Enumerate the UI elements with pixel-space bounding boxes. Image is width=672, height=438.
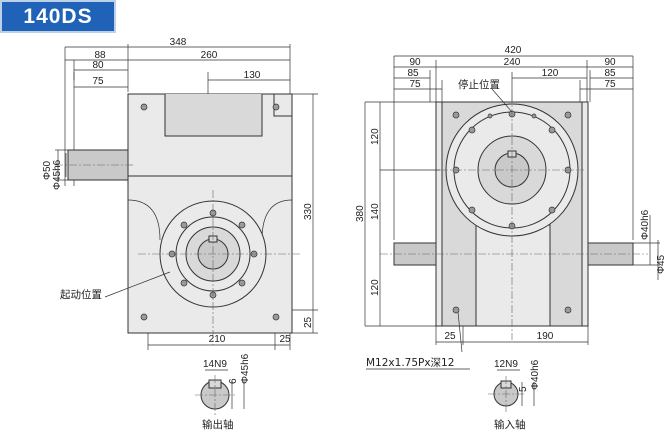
top-recess — [164, 94, 263, 137]
dim-120-lower: 120 — [370, 279, 381, 296]
dim-348: 348 — [170, 37, 187, 48]
dim-75: 75 — [92, 76, 104, 87]
input-key-width: 12N9 — [494, 359, 518, 370]
dim-88: 88 — [94, 50, 106, 61]
model-title: 140DS — [23, 5, 93, 28]
output-shaft-label: 输出轴 — [202, 418, 234, 431]
dim-25-bottom: 25 — [279, 334, 291, 345]
dim-260: 260 — [201, 50, 218, 61]
dim-75-left: 75 — [409, 79, 421, 90]
dim-420: 420 — [505, 45, 522, 56]
dim-120-top: 120 — [542, 68, 559, 79]
dim-210: 210 — [209, 334, 226, 345]
dim-90-left: 90 — [409, 57, 421, 68]
output-key-depth: 6 — [228, 378, 239, 384]
output-key-width: 14N9 — [203, 359, 227, 370]
dim-85-right: 85 — [604, 68, 616, 79]
input-shaft-key-detail — [488, 369, 535, 412]
dim-190: 190 — [537, 331, 554, 342]
dim-85-left: 85 — [407, 68, 419, 79]
stop-position-label: 停止位置 — [458, 78, 500, 91]
dim-phi50: Φ50 — [42, 160, 53, 180]
dim-25-side: 25 — [444, 331, 456, 342]
right-view — [364, 55, 660, 353]
input-shaft-label: 输入轴 — [494, 418, 526, 431]
title-bar — [0, 0, 116, 33]
dim-120-upper: 120 — [370, 128, 381, 145]
dim-130: 130 — [244, 70, 261, 81]
output-key-dia: Φ45h6 — [240, 353, 251, 384]
dim-90-right: 90 — [604, 57, 616, 68]
output-shaft-key-detail — [195, 369, 245, 415]
dim-80: 80 — [92, 60, 104, 71]
dim-phi40h6-side: Φ40h6 — [640, 209, 651, 240]
dim-330: 330 — [303, 203, 314, 220]
dim-140: 140 — [370, 203, 381, 220]
tapped-hole-label: M12x1.75Px深12 — [366, 357, 454, 369]
dim-240: 240 — [504, 57, 521, 68]
dim-phi45h6: Φ45h6 — [52, 159, 63, 190]
input-key-dia: Φ40h6 — [530, 359, 541, 390]
dim-phi45-side: Φ45 — [656, 254, 667, 274]
start-position-label: 起动位置 — [60, 288, 102, 301]
dim-25-right: 25 — [303, 316, 314, 328]
input-key-depth: 5 — [518, 386, 529, 392]
dim-75-right: 75 — [604, 79, 616, 90]
dim-380: 380 — [355, 205, 366, 222]
left-view — [55, 44, 318, 350]
